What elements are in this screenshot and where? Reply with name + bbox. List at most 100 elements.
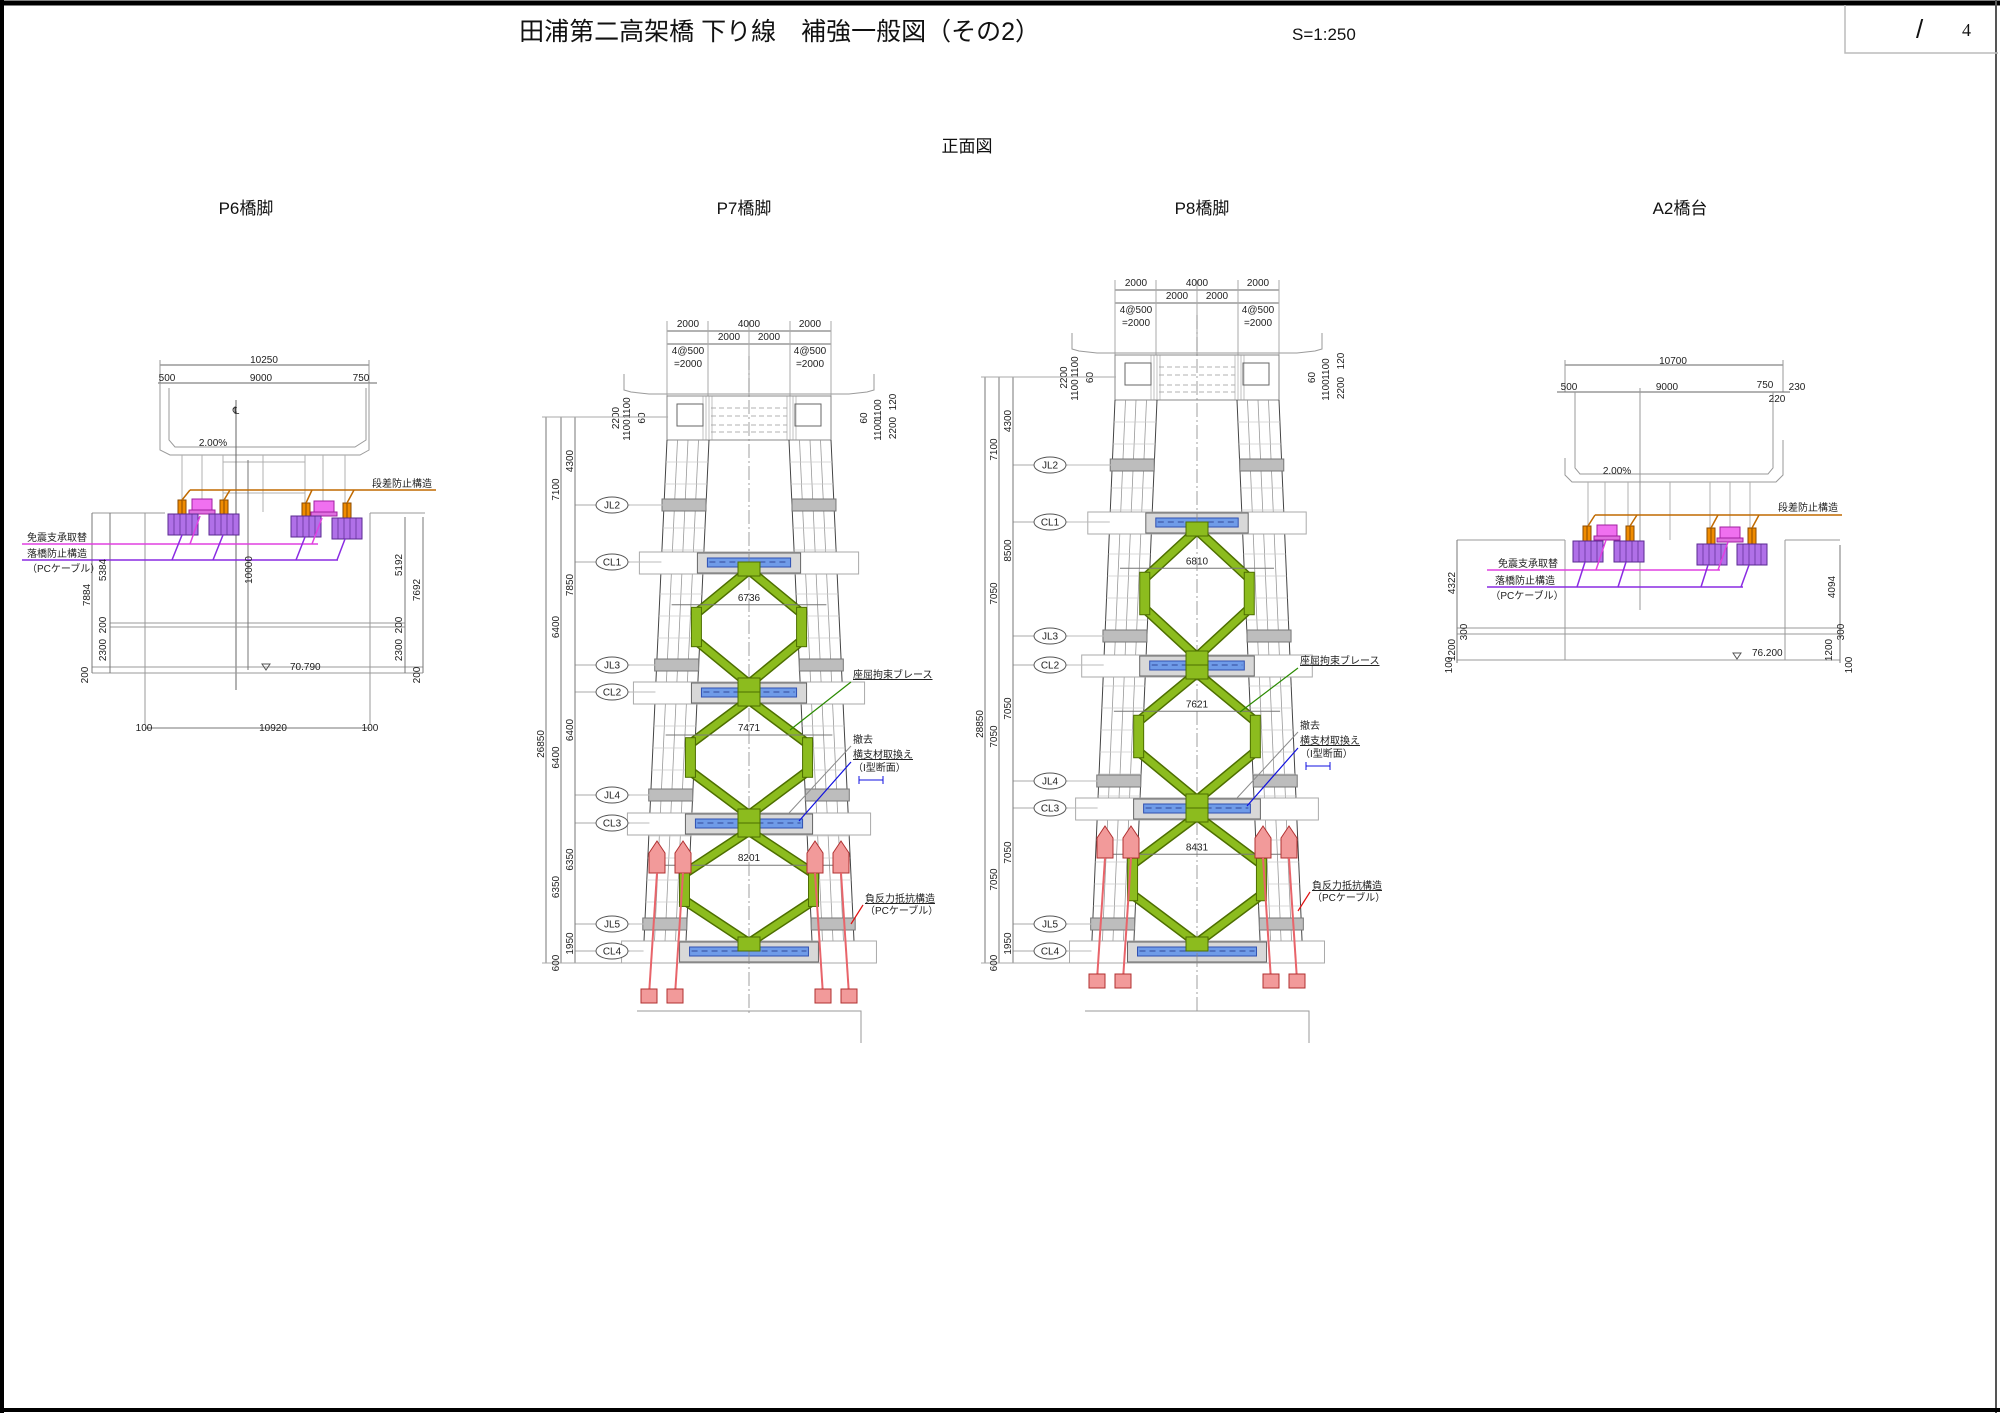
- cap-dimension-text: 1100: [1070, 379, 1081, 401]
- height-dimension-text: 8500: [1003, 539, 1014, 562]
- height-dimension-text: 600: [551, 954, 562, 971]
- top-dimension-text: 2000: [799, 319, 822, 330]
- fall-prevention-block: [1572, 540, 1604, 563]
- height-dimension-text: 6350: [565, 848, 576, 871]
- joint-band: [1090, 917, 1136, 931]
- joint-band: [654, 658, 700, 672]
- bearing-replacement-label: 免震支承取替: [1498, 557, 1558, 570]
- brace-width-text: 7471: [738, 723, 761, 734]
- leader: [1710, 514, 1719, 529]
- brace-width-text: 7621: [1186, 699, 1209, 710]
- top-dimension-text: 2000: [1125, 278, 1148, 289]
- cable-anchor-base: [840, 988, 858, 1004]
- cross-beam-callout: 横支材取換え: [1300, 734, 1360, 747]
- joint-band: [1096, 774, 1142, 788]
- cable-anchor: [1254, 825, 1272, 859]
- level-label-cl4: CL4: [603, 947, 622, 958]
- height-dimension-text: 600: [989, 954, 1000, 971]
- cap-dimension-text: 2200: [888, 416, 899, 439]
- cap-dimension-text: 2200: [1336, 376, 1347, 399]
- top-dimension-text: 4@500: [1120, 305, 1153, 316]
- level-marker: [1033, 656, 1067, 674]
- leader: [189, 515, 201, 545]
- pc-cable: [674, 872, 684, 996]
- cable-anchor: [1280, 825, 1298, 859]
- dimension-text: 10000: [244, 556, 255, 584]
- brace-gusset: [690, 606, 702, 648]
- top-dimension-text: 4000: [1186, 278, 1209, 289]
- joint-band: [804, 788, 850, 802]
- i-section-callout: （I型断面）: [853, 761, 906, 774]
- cable-anchor-base: [1088, 973, 1106, 989]
- bearing-replacement-label: 免震支承取替: [27, 531, 87, 544]
- step-prevention-label: 段差防止構造: [1778, 501, 1838, 514]
- leader: [295, 536, 306, 561]
- deck-outline: [159, 383, 370, 456]
- level-label-cl4: CL4: [1041, 947, 1060, 958]
- level-marker: [595, 656, 629, 674]
- dimension-text: 2300: [98, 638, 109, 661]
- level-label-jl3: JL3: [1042, 632, 1059, 643]
- height-dimension-text: 6350: [551, 875, 562, 898]
- brace-width-text: 6810: [1186, 556, 1209, 567]
- negative-reaction-callout: 負反力抵抗構造: [865, 892, 935, 905]
- brace-gusset: [1133, 714, 1145, 759]
- leader: [1239, 667, 1299, 713]
- leader: [1751, 514, 1760, 529]
- cap-void: [1242, 362, 1270, 386]
- cap-dimension-text: 1100: [622, 419, 633, 441]
- dimension-text: 2.00%: [1603, 466, 1631, 477]
- dimension-text: 200: [80, 666, 91, 683]
- level-label-cl1: CL1: [1041, 518, 1060, 529]
- brace-node: [1185, 650, 1209, 666]
- height-dimension-text: 7050: [989, 725, 1000, 748]
- cap-dimension-text: 1100: [1070, 356, 1081, 378]
- cap-dimension-text: 1100: [1321, 358, 1332, 380]
- footing-outline: [637, 1010, 862, 1043]
- buckling-restrained-brace-outline: [1127, 809, 1267, 950]
- joint-band: [1102, 629, 1148, 643]
- fall-prevention-label: 落橋防止構造: [27, 547, 87, 560]
- level-label-jl5: JL5: [604, 920, 621, 931]
- joint-band: [648, 788, 694, 802]
- dimension-text: 750: [1757, 380, 1774, 391]
- substructure-outline: [92, 512, 425, 725]
- cable-anchor-base: [666, 988, 684, 1004]
- dimension-text: 9000: [250, 373, 273, 384]
- height-dimension-text: 7100: [989, 438, 1000, 461]
- deck-outline: [1564, 392, 1784, 483]
- page-number: 4: [1962, 20, 1971, 40]
- top-dimension-text: =2000: [1244, 318, 1273, 329]
- bearing-plate: [1716, 537, 1744, 543]
- dimension-text: 4322: [1447, 571, 1458, 594]
- fall-prevention-block: [290, 515, 322, 538]
- buckling-brace-callout: 座屈拘束ブレース: [1300, 654, 1380, 667]
- i-section-callout: （I型断面）: [1300, 747, 1353, 760]
- cable-anchor: [832, 840, 850, 874]
- dimension-text: 100: [1844, 656, 1855, 673]
- joint-band: [1252, 774, 1298, 788]
- cable-anchor-base: [814, 988, 832, 1004]
- level-marker: [595, 496, 629, 514]
- top-dimension-text: 2000: [1247, 278, 1270, 289]
- pc-cable-callout: （PCケーブル）: [865, 904, 938, 917]
- joint-band: [661, 498, 707, 512]
- dimension-text: 1200: [1824, 638, 1835, 661]
- total-height-text: 28850: [975, 710, 986, 738]
- pc-cable: [840, 872, 850, 996]
- column-line: [1257, 399, 1283, 964]
- total-height-text: 26850: [536, 730, 547, 758]
- brace-width-text: 6736: [738, 593, 761, 604]
- height-dimension-text: 6400: [551, 746, 562, 769]
- removed-callout: 撤去: [1300, 719, 1320, 732]
- joint-band: [1239, 458, 1285, 472]
- removed-callout: 撤去: [853, 733, 873, 746]
- joint-band: [1258, 917, 1304, 931]
- cable-anchor: [674, 840, 692, 874]
- brace-node: [737, 808, 761, 824]
- brace-node: [1185, 793, 1209, 809]
- level-marker: [595, 683, 629, 701]
- buckling-restrained-brace-outline: [1139, 523, 1255, 664]
- level-label-jl2: JL2: [1042, 461, 1059, 472]
